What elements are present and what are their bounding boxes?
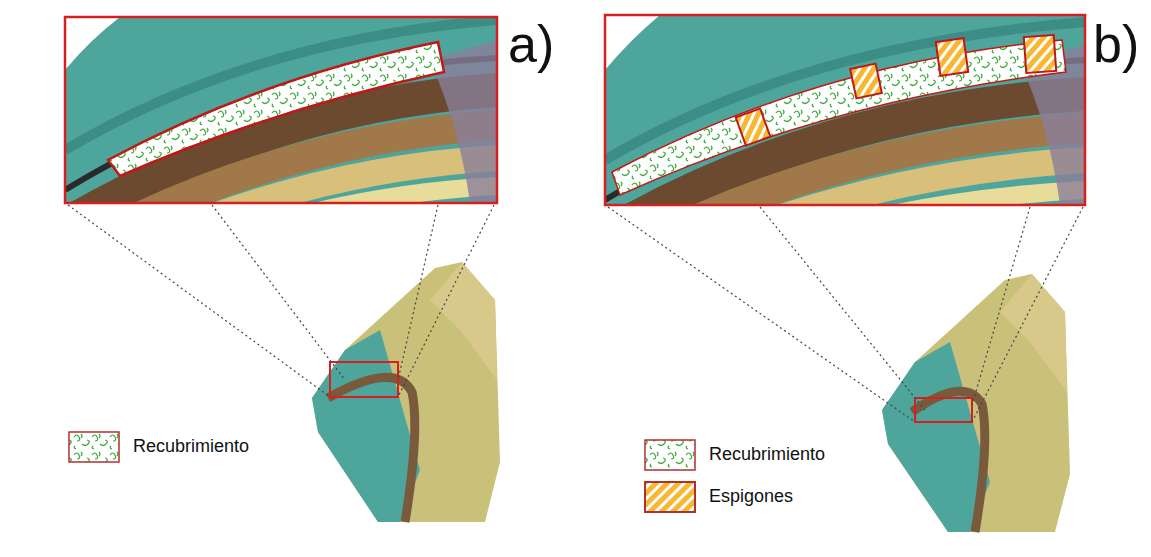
legend-text: Recubrimiento [133, 437, 249, 457]
panel-label: b) [1093, 16, 1139, 73]
terrain-model-a [312, 262, 500, 522]
legend-swatches [69, 432, 695, 512]
inset-b [605, 15, 1085, 205]
inset-a [65, 17, 497, 203]
zoom-lines-b [608, 207, 1083, 422]
panel-label: a) [508, 16, 554, 73]
terrain-model-b [882, 274, 1070, 532]
zoom-lines-a [68, 205, 494, 397]
legend-text: Recubrimiento [709, 445, 825, 465]
legend-text: Espigones [709, 487, 793, 507]
